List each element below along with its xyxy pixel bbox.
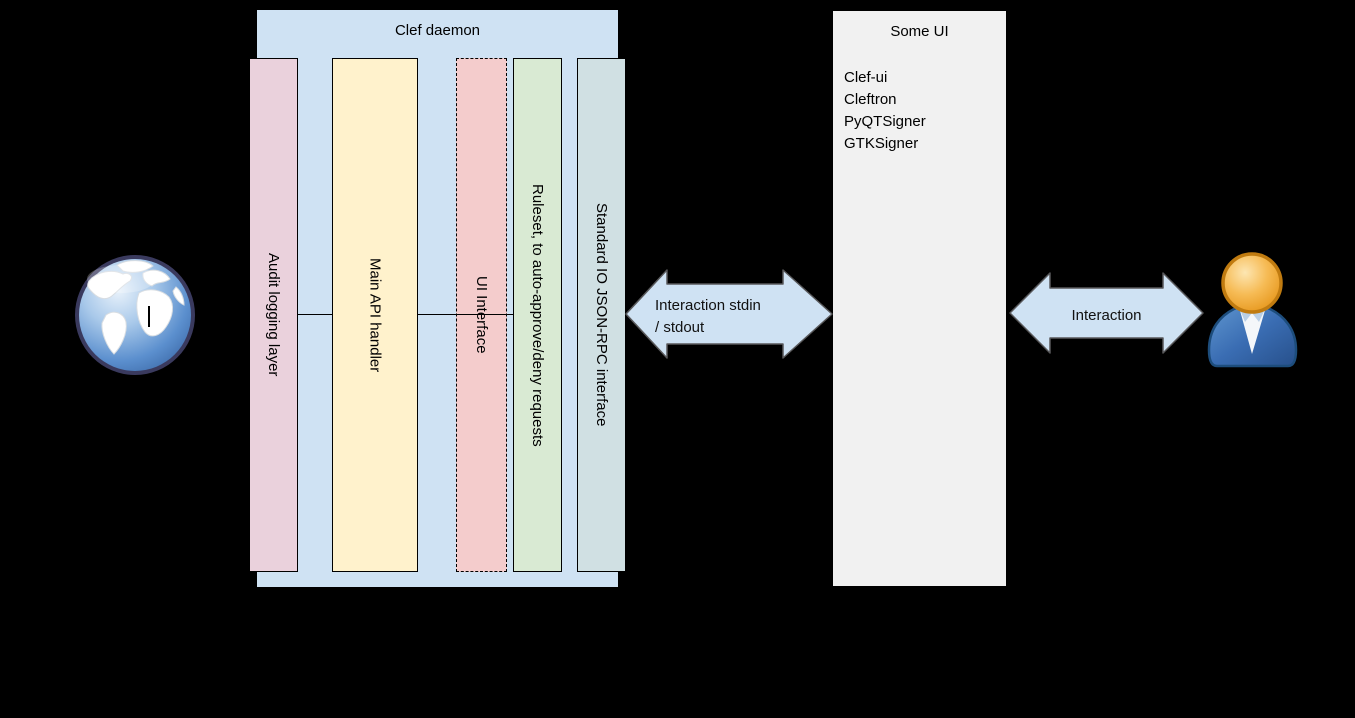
arrow-stdio-label-line2: / stdout [655, 319, 705, 336]
layer-stdio-jsonrpc-label: Standard IO JSON-RPC interface [593, 203, 610, 427]
some-ui-list: Clef-ui Cleftron PyQTSigner GTKSigner [833, 67, 1006, 155]
globe-icon [75, 255, 195, 375]
layer-ui-interface: UI Interface [456, 58, 507, 572]
some-ui-title: Some UI [890, 23, 949, 40]
some-ui-item-clef-ui: Clef-ui [844, 69, 888, 86]
arrow-stdio-label: Interaction stdin / stdout [655, 295, 815, 339]
some-ui-item-cleftron: Cleftron [844, 91, 897, 108]
arrow-stdio-label-line1: Interaction stdin [655, 297, 761, 314]
connector-api-to-ruleset [417, 314, 514, 315]
layer-ruleset-label: Ruleset, to auto-approve/deny requests [529, 183, 546, 447]
clef-daemon-box: Clef daemon [257, 10, 618, 587]
arrow-user-label: Interaction [1071, 307, 1142, 324]
layer-ruleset: Ruleset, to auto-approve/deny requests [513, 58, 562, 572]
layer-audit-logging-label: Audit logging layer [265, 253, 282, 377]
connector-globe-stub [148, 306, 150, 327]
some-ui-item-gtksigner: GTKSigner [844, 135, 919, 152]
double-arrow-user-icon [1009, 272, 1204, 354]
clef-daemon-title: Clef daemon [394, 22, 481, 39]
layer-main-api-handler-label: Main API handler [366, 257, 384, 373]
double-arrow-stdio-icon [625, 269, 833, 359]
connector-audit-to-api [297, 314, 333, 315]
layer-stdio-jsonrpc: Standard IO JSON-RPC interface [577, 58, 626, 572]
layer-main-api-handler: Main API handler [332, 58, 418, 572]
some-ui-box: Some UI Clef-ui Cleftron PyQTSigner GTKS… [832, 10, 1007, 587]
some-ui-item-pyqtsigner: PyQTSigner [844, 113, 926, 130]
user-icon [1207, 252, 1298, 368]
layer-audit-logging: Audit logging layer [249, 58, 298, 572]
